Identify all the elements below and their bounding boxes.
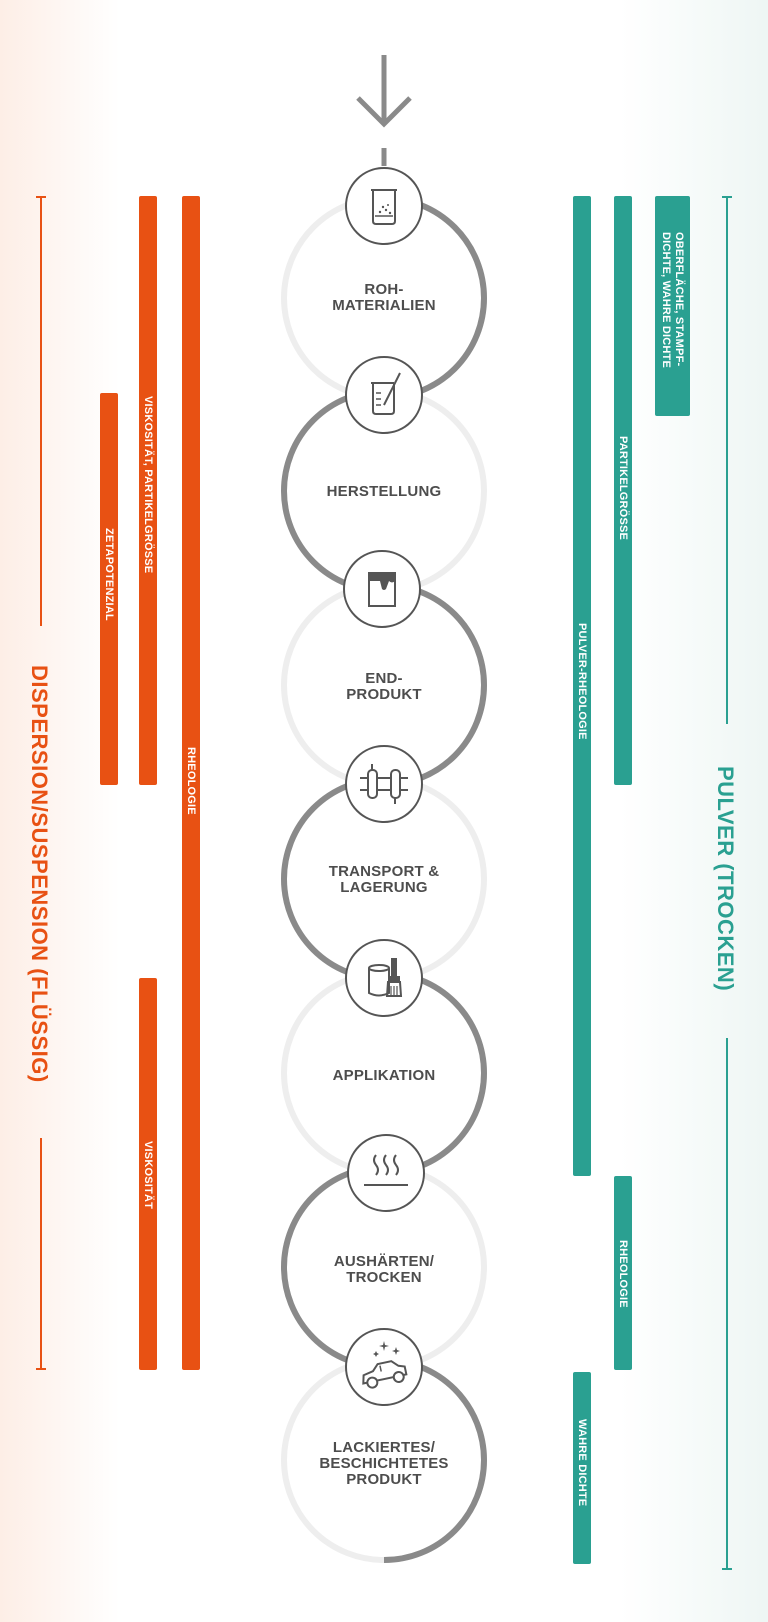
bar-partikelgroesse: PARTIKELGRÖSSE	[614, 196, 632, 785]
stage-label-aushaerten-line1: AUSHÄRTEN/	[333, 1253, 435, 1270]
stage-label-transport: TRANSPORT & LAGERUNG	[284, 864, 484, 896]
shiny-car-icon	[344, 1327, 424, 1407]
stage-label-transport-line1: TRANSPORT &	[328, 863, 440, 880]
flow-arc-1	[383, 195, 488, 401]
stage-label-rohmaterialien: ROH- MATERIALIEN	[284, 282, 484, 314]
left-bracket-cap-bottom	[36, 1368, 46, 1370]
stage-label-applikation: APPLIKATION	[284, 1068, 484, 1084]
beaker-icon	[344, 166, 424, 246]
stage-label-transport-line2: LAGERUNG	[340, 879, 428, 896]
bar-wahre-dichte-label: WAHRE DICHTE	[576, 1419, 588, 1507]
left-side-title: DISPERSION/SUSPENSION (FLÜSSIG)	[27, 665, 52, 1083]
bar-pulver-rheologie: PULVER-RHEOLOGIE	[573, 196, 591, 1176]
bar-viskositaet-label: VISKOSITÄT	[142, 1141, 154, 1210]
left-bracket-line-bottom	[40, 1138, 42, 1370]
right-bracket-line-top	[726, 196, 728, 724]
stage-label-rohmaterialien-line2: MATERIALIEN	[332, 297, 436, 314]
stage-label-endprodukt-line1: END-	[365, 670, 403, 687]
flow-arc-4	[280, 776, 385, 982]
bar-oberflaeche-label-line1: OBERFLÄCHE, STAMPF-	[673, 232, 685, 367]
stage-label-herstellung-line1: HERSTELLUNG	[326, 483, 442, 500]
bar-oberflaeche: OBERFLÄCHE, STAMPF- DICHTE, WAHRE DICHTE	[655, 196, 690, 416]
bar-rheologie-left: RHEOLOGIE	[182, 196, 200, 1370]
flow-arc-2	[280, 388, 385, 594]
stage-label-lackiertes-produkt: LACKIERTES/ BESCHICHTETES PRODUKT	[284, 1440, 484, 1488]
bar-partikelgroesse-label: PARTIKELGRÖSSE	[617, 436, 629, 541]
stage-label-lackiertes-produkt-line2: BESCHICHTETES	[319, 1455, 449, 1472]
stage-label-endprodukt-line2: PRODUKT	[346, 686, 422, 703]
stage-label-rohmaterialien-line1: ROH-	[364, 281, 404, 298]
bar-rheologie-left-label: RHEOLOGIE	[185, 747, 197, 815]
stage-label-lackiertes-produkt-line3: PRODUKT	[346, 1471, 422, 1488]
bar-pulver-rheologie-label: PULVER-RHEOLOGIE	[576, 623, 588, 740]
stage-label-aushaerten-line2: TROCKEN	[346, 1269, 422, 1286]
stage-label-endprodukt: END- PRODUKT	[284, 671, 484, 703]
mixing-beaker-icon	[344, 355, 424, 435]
bar-viskositaet: VISKOSITÄT	[139, 978, 157, 1370]
entry-arrow-icon	[356, 55, 412, 166]
right-side-title: PULVER (TROCKEN)	[713, 766, 738, 992]
stage-label-herstellung: HERSTELLUNG	[284, 484, 484, 500]
bar-rheologie-right-label: RHEOLOGIE	[617, 1240, 629, 1308]
flow-arc-7	[383, 1357, 488, 1563]
right-bracket-cap-bottom	[722, 1568, 732, 1570]
bar-wahre-dichte: WAHRE DICHTE	[573, 1372, 591, 1564]
paint-brush-icon	[344, 938, 424, 1018]
bar-viskositaet-partikelgroesse-label: VISKOSITÄT, PARTIKELGRÖSSE	[142, 396, 154, 574]
bar-zetapotenzial-label: ZETAPOTENZIAL	[103, 528, 115, 621]
stage-label-applikation-line1: APPLIKATION	[332, 1067, 436, 1084]
pipeline-icon	[344, 744, 424, 824]
left-bracket-line-top	[40, 196, 42, 626]
bar-zetapotenzial: ZETAPOTENZIAL	[100, 393, 118, 785]
flow-arc-5	[383, 970, 488, 1176]
paint-can-icon	[342, 549, 422, 629]
flow-arc-3	[383, 582, 488, 788]
left-bracket-cap-top	[36, 196, 46, 198]
stage-label-aushaerten: AUSHÄRTEN/ TROCKEN	[284, 1254, 484, 1286]
flow-arc-6	[280, 1164, 385, 1370]
right-bracket-cap-top	[722, 196, 732, 198]
bar-oberflaeche-label-line2: DICHTE, WAHRE DICHTE	[660, 232, 672, 368]
heat-waves-icon	[346, 1133, 426, 1213]
bar-rheologie-right: RHEOLOGIE	[614, 1176, 632, 1370]
right-bracket-line-bottom	[726, 1038, 728, 1570]
bar-viskositaet-partikelgroesse: VISKOSITÄT, PARTIKELGRÖSSE	[139, 196, 157, 785]
stage-label-lackiertes-produkt-line1: LACKIERTES/	[332, 1439, 436, 1456]
